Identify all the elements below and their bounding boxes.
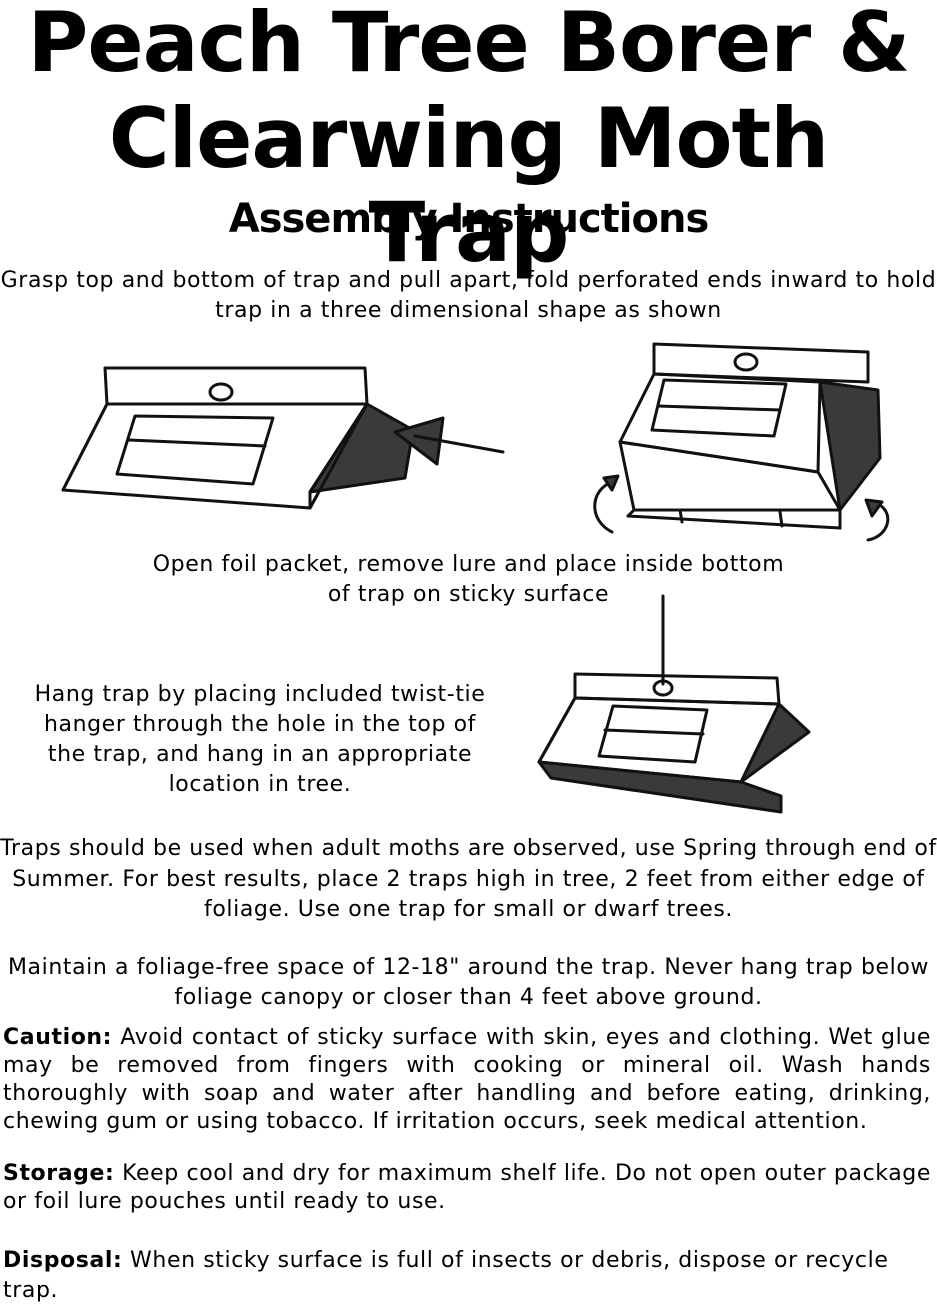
disposal-text: When sticky surface is full of insects o… [3,1248,889,1303]
usage-instructions: Traps should be used when adult moths ar… [0,836,937,922]
caution-label: Caution: [3,1025,113,1050]
storage-label: Storage: [3,1161,115,1186]
caution-text: Avoid contact of sticky surface with ski… [3,1025,931,1134]
step-1-instruction: Grasp top and bottom of trap and pull ap… [0,268,937,323]
page-title-line-1: Peach Tree Borer & [27,0,911,91]
disposal-label: Disposal: [3,1248,123,1273]
storage-text: Keep cool and dry for maximum shelf life… [3,1161,932,1214]
step-3-line-1: Hang trap by placing included twist-tie [34,682,486,707]
step-3-line-3: the trap, and hang in an appropriate [47,742,473,767]
page-title-line-2: Clearwing Moth Trap [108,90,830,281]
trap-flat-illustration [61,366,505,510]
step-2-line-1: Open foil packet, remove lure and place … [152,552,785,577]
disposal-paragraph: Disposal: When sticky surface is full of… [3,1246,933,1306]
storage-paragraph: Storage: Keep cool and dry for maximum s… [3,1160,931,1216]
section-heading: Assembly Instructions [228,196,710,242]
step-2-line-2: of trap on sticky surface [327,582,610,607]
caution-paragraph: Caution: Avoid contact of sticky surface… [3,1024,931,1136]
maintenance-instructions: Maintain a foliage-free space of 12-18" … [7,955,930,1010]
trap-hanging-illustration [537,594,811,814]
trap-folded-illustration [593,342,890,542]
step-3-line-4: location in tree. [168,772,352,797]
step-3-line-2: hanger through the hole in the top of [43,712,477,737]
